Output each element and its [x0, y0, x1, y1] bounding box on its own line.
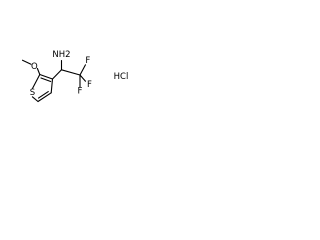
- fluorine-label-top: F: [85, 56, 90, 66]
- ring-bond-c3-c4: [50, 78, 54, 94]
- ring-bond-c4-c5-inner: [37, 91, 49, 99]
- bond-ch-cf3: [60, 69, 81, 76]
- ring-bond-c2-c3: [39, 73, 54, 80]
- bond-c2-o: [36, 67, 41, 76]
- bond-cf3-f-right: [79, 74, 87, 82]
- bond-c3-ch: [51, 69, 63, 80]
- fluorine-label-bottom: F: [78, 87, 83, 97]
- ring-bond-c4-c5: [37, 92, 52, 103]
- bond-o-methyl: [21, 59, 32, 65]
- amine-label: NH2: [52, 50, 70, 60]
- sulfur-label: S: [30, 88, 35, 98]
- bond-cf3-f-top: [79, 64, 87, 76]
- oxygen-label: O: [31, 62, 38, 72]
- chemical-structure-diagram: O S NH2 F F F HCl: [21, 50, 129, 103]
- ring-bond-s-c2: [32, 73, 41, 89]
- ring-bond-c2-c3-inner: [40, 77, 52, 83]
- ring-bond-c5-s: [31, 96, 39, 103]
- fluorine-label-right: F: [87, 80, 92, 90]
- amine-label-text: NH2: [52, 50, 70, 60]
- hydrochloride-label: HCl: [114, 72, 129, 82]
